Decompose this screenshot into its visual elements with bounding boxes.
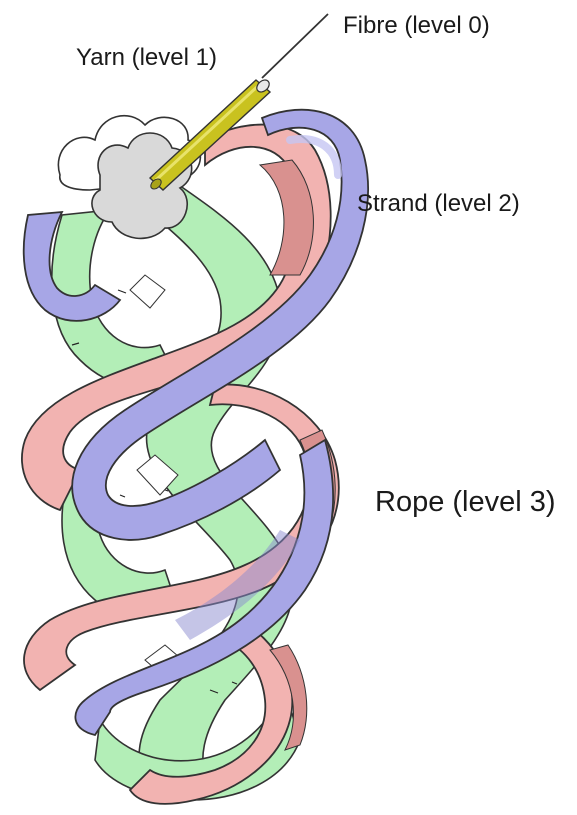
- rope-label: Rope (level 3): [375, 488, 556, 517]
- yarn-label: Yarn (level 1): [76, 46, 217, 70]
- fibre-thin-line: [262, 14, 328, 78]
- yarn-gray-cross-section: [92, 133, 192, 238]
- fibre-label: Fibre (level 0): [343, 14, 490, 38]
- strand-label: Strand (level 2): [357, 192, 520, 216]
